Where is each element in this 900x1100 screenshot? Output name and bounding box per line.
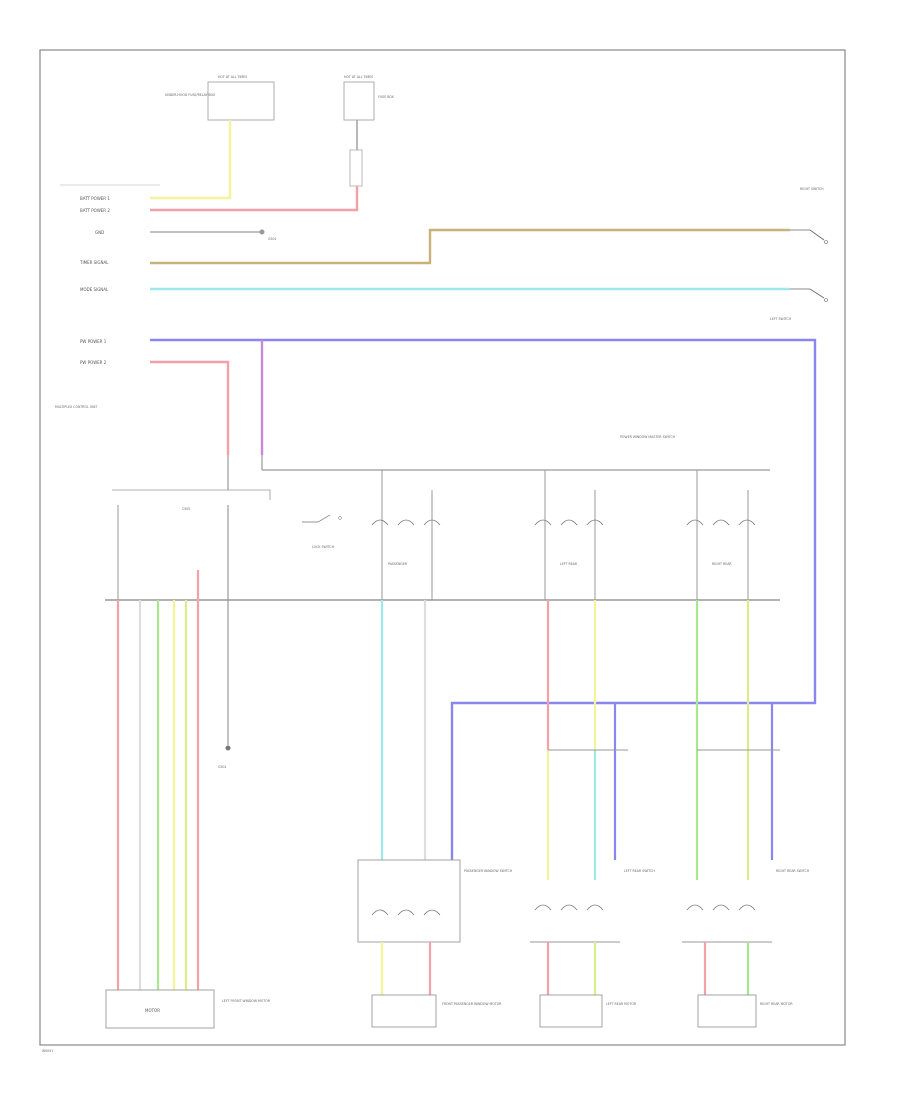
svg-text:PASSENGER WINDOW SWITCH: PASSENGER WINDOW SWITCH — [464, 869, 513, 873]
right-switch-group: RIGHT SWITCH — [790, 187, 828, 302]
wire-blue-pw1 — [150, 338, 817, 860]
fuse-box-2: HOT AT ALL TIMES FUSE BOX — [343, 75, 395, 187]
svg-text:G501: G501 — [218, 765, 227, 769]
svg-text:RIGHT REAR SWITCH: RIGHT REAR SWITCH — [776, 869, 810, 873]
svg-text:LEFT REAR: LEFT REAR — [560, 562, 578, 566]
svg-text:LEFT FRONT WINDOW MOTOR: LEFT FRONT WINDOW MOTOR — [222, 999, 271, 1003]
svg-text:FUSE BOX: FUSE BOX — [378, 95, 395, 99]
svg-text:RIGHT REAR: RIGHT REAR — [712, 562, 732, 566]
pw-master-label: POWER WINDOW MASTER SWITCH — [620, 435, 676, 439]
svg-text:HOT AT ALL TIMES: HOT AT ALL TIMES — [344, 75, 373, 79]
pin-batt1: BATT POWER 1 — [80, 196, 110, 201]
pin-mode: MODE SIGNAL — [80, 287, 109, 292]
pin-batt2: BATT POWER 2 — [80, 208, 110, 213]
wire-yellow-batt1 — [150, 160, 232, 200]
sw-left-rear: LEFT REAR — [534, 470, 604, 600]
svg-text:LEFT REAR MOTOR: LEFT REAR MOTOR — [606, 1002, 637, 1006]
svg-text:C505: C505 — [182, 507, 190, 511]
wire-tan-timer — [150, 228, 790, 265]
sw-passenger: PASSENGER — [371, 470, 441, 600]
ground-left: G501 — [218, 505, 231, 769]
wire-red-batt2 — [150, 186, 359, 212]
pin-gnd: GND — [95, 230, 104, 235]
svg-text:LEFT SWITCH: LEFT SWITCH — [770, 317, 792, 321]
footer-code: W0091 — [42, 1049, 53, 1053]
svg-text:MULTIPLEX CONTROL UNIT: MULTIPLEX CONTROL UNIT — [55, 405, 97, 409]
pin-pw1: PW POWER 1 — [80, 339, 107, 344]
lr-col: LEFT REAR SWITCH LEFT REAR MOTOR — [530, 600, 655, 1028]
svg-text:G501: G501 — [268, 237, 277, 241]
sw-right-rear: RIGHT REAR — [686, 470, 756, 600]
svg-text:FRONT PASSENGER WINDOW MOTOR: FRONT PASSENGER WINDOW MOTOR — [442, 1002, 502, 1006]
wire-red-pw2 — [150, 360, 230, 455]
svg-text:UNDER-HOOD FUSE/RELAY BOX: UNDER-HOOD FUSE/RELAY BOX — [165, 93, 216, 97]
svg-text:MOTOR: MOTOR — [145, 1008, 160, 1013]
left-wire-bundle — [116, 505, 200, 990]
motor-left: MOTOR LEFT FRONT WINDOW MOTOR — [105, 989, 271, 1029]
svg-text:HOT AT ALL TIMES: HOT AT ALL TIMES — [218, 75, 247, 79]
lock-switch: LOCK SWITCH — [302, 514, 342, 549]
pass-col: PASSENGER WINDOW SWITCH FRONT PASSENGER … — [357, 600, 513, 1028]
pin-timer: TIMER SIGNAL — [79, 260, 109, 265]
svg-text:RIGHT REAR MOTOR: RIGHT REAR MOTOR — [760, 1002, 793, 1006]
rr-col: RIGHT REAR SWITCH RIGHT REAR MOTOR — [682, 600, 810, 1028]
fuse-box-1: HOT AT ALL TIMES UNDER-HOOD FUSE/RELAY B… — [165, 75, 275, 160]
svg-text:PASSENGER: PASSENGER — [388, 562, 408, 566]
svg-text:LEFT REAR SWITCH: LEFT REAR SWITCH — [624, 869, 655, 873]
diagram-frame — [39, 49, 846, 1046]
svg-text:RIGHT SWITCH: RIGHT SWITCH — [800, 187, 824, 191]
svg-text:LOCK SWITCH: LOCK SWITCH — [312, 545, 335, 549]
pin-pw2: PW POWER 2 — [80, 360, 107, 365]
